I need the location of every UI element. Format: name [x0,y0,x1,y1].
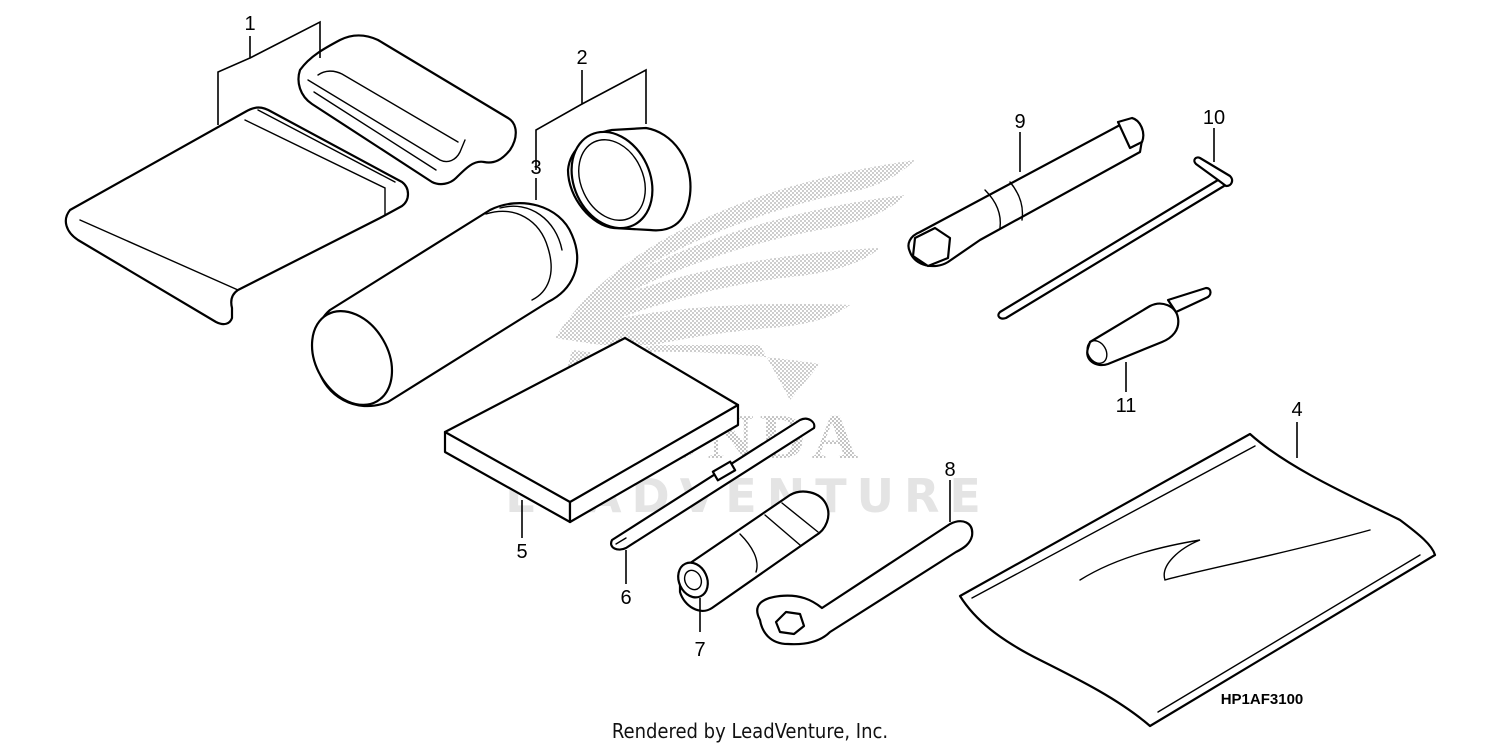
footer-credit: Rendered by LeadVenture, Inc. [612,719,888,743]
callout-4: 4 [1291,399,1302,421]
callout-7: 7 [694,639,705,661]
part-1-tool-bag[interactable] [64,34,517,326]
drawing-code: HP1AF3100 [1221,691,1304,708]
part-5-manual[interactable] [443,336,740,524]
part-9-spark-plug-wrench[interactable] [907,116,1145,268]
part-3-tool-tube[interactable] [296,202,579,419]
part-8-wrench[interactable] [756,520,974,646]
part-11-bit-handle[interactable] [1083,286,1212,367]
callout-6: 6 [620,587,631,609]
callout-5: 5 [516,541,527,563]
part-6-screwdriver[interactable] [610,417,816,551]
callout-11: 11 [1116,395,1137,417]
part-4-document-pouch[interactable] [958,432,1437,728]
callout-3: 3 [530,157,541,179]
part-10-hex-key[interactable] [997,156,1234,320]
callout-2: 2 [576,47,587,69]
callout-10: 10 [1203,107,1225,129]
part-2-sleeve[interactable] [556,119,692,242]
leader-lines [217,20,1298,632]
callout-numbers: 1 2 3 4 5 6 7 8 9 10 11 [244,13,1302,661]
callout-1: 1 [244,13,255,35]
callout-9: 9 [1014,111,1025,133]
callout-8: 8 [944,459,955,481]
part-7-socket-handle[interactable] [673,490,830,612]
